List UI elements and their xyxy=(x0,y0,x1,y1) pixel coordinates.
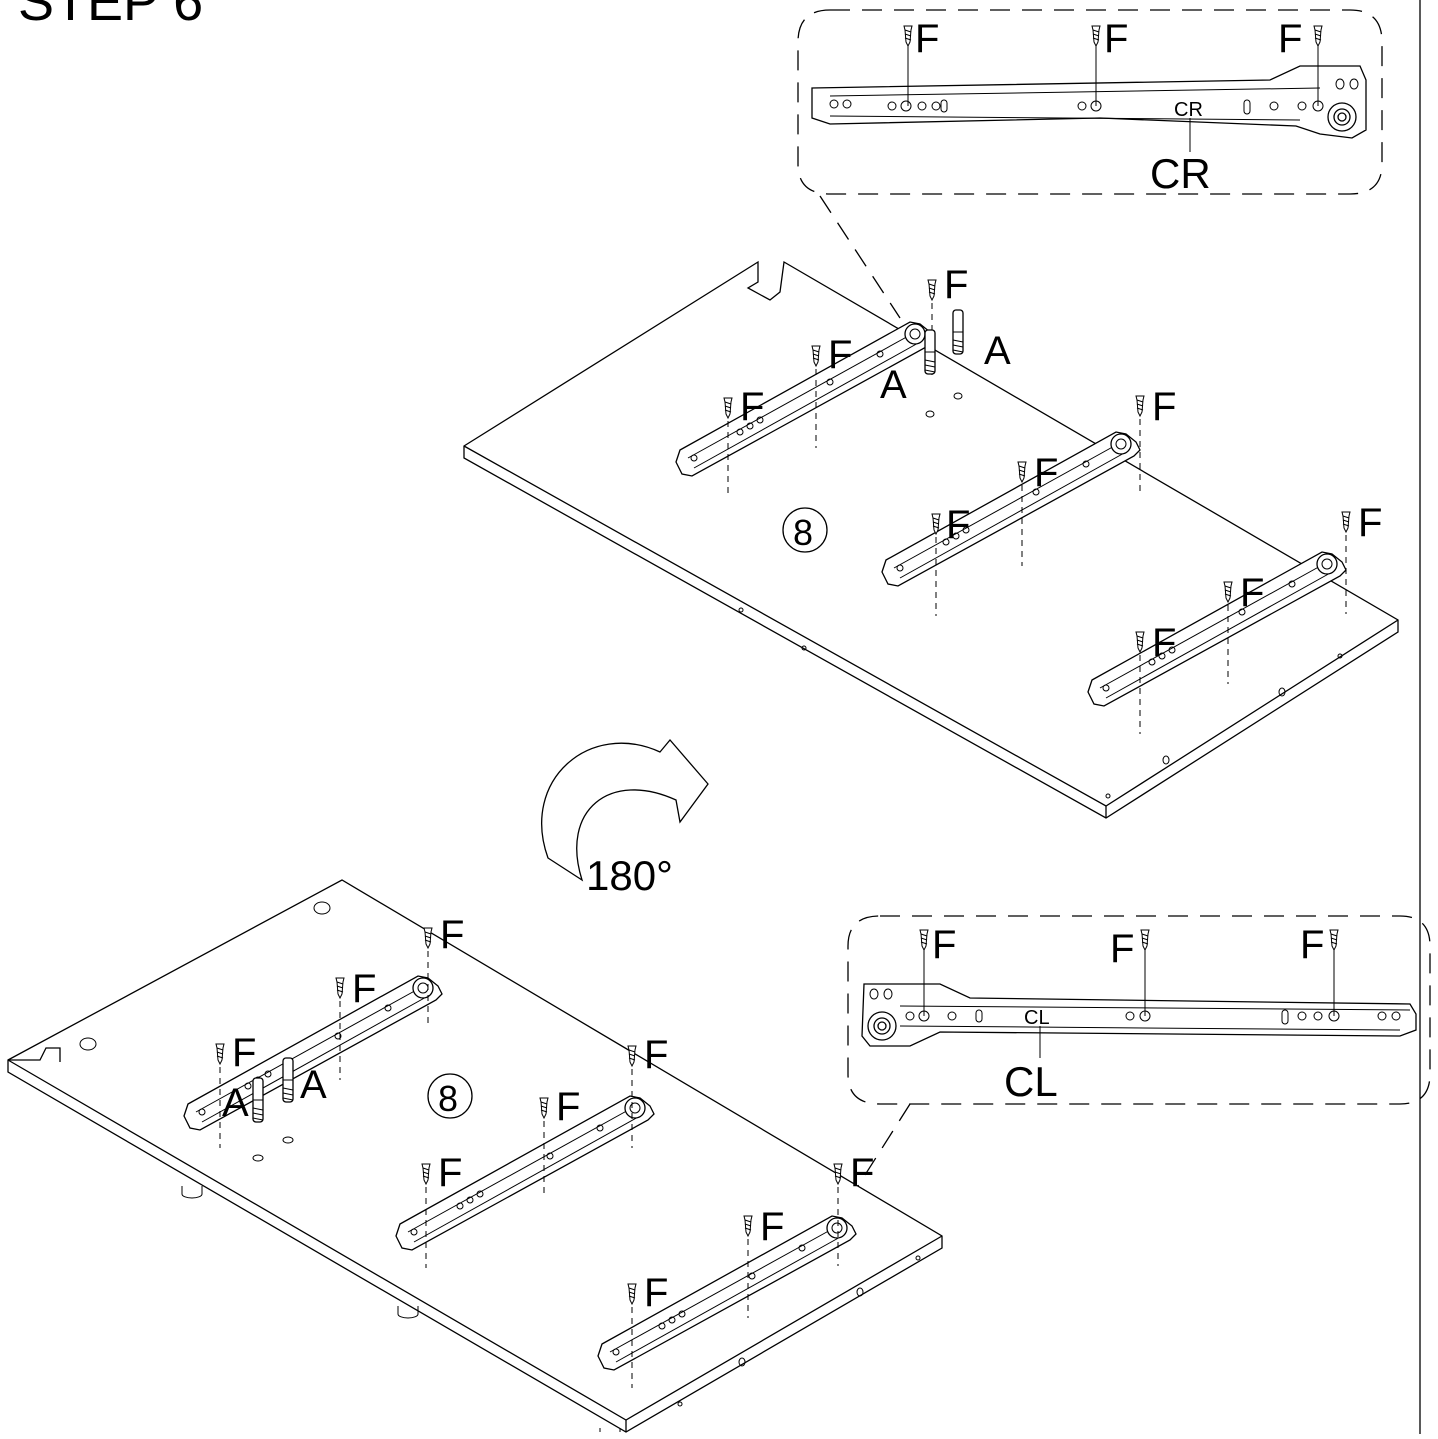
rail-label: CR xyxy=(1150,150,1211,197)
top-panel-assembly: F F F F F F F F F A A 8 xyxy=(463,260,1399,819)
screw-label: F xyxy=(1152,621,1176,665)
rail-label-small: CL xyxy=(1024,1007,1050,1029)
detail-callout-right-rail: F F F CR CR xyxy=(797,9,1383,319)
dowel-label: A xyxy=(880,363,907,407)
screw-label: F xyxy=(1110,927,1134,971)
screw-label: F xyxy=(850,1151,874,1195)
screw-label: F xyxy=(828,333,852,377)
screw-label: F xyxy=(1034,451,1058,495)
step-heading: STEP 6 xyxy=(18,0,203,32)
screw-label: F xyxy=(644,1033,668,1077)
quantity-badge: 8 xyxy=(438,1078,458,1119)
screw-label: F xyxy=(760,1205,784,1249)
screw-label: F xyxy=(556,1085,580,1129)
rotation-label: 180° xyxy=(586,852,673,899)
quantity-badge: 8 xyxy=(793,512,813,553)
screw-label: F xyxy=(438,1151,462,1195)
screw-label: F xyxy=(1152,385,1176,429)
screw-label: F xyxy=(1104,17,1128,61)
rail-label-small: CR xyxy=(1174,99,1203,121)
screw-label: F xyxy=(1358,501,1382,545)
screw-label: F xyxy=(915,17,939,61)
dowel-label: A xyxy=(984,329,1011,373)
bottom-panel-assembly: F F F F F F F F F A A 8 xyxy=(7,879,943,1433)
screw-label: F xyxy=(946,503,970,547)
screw-label: F xyxy=(1240,571,1264,615)
screw-label: F xyxy=(1278,17,1302,61)
dowel-label: A xyxy=(222,1081,249,1125)
screw-label: F xyxy=(352,967,376,1011)
screw-label: F xyxy=(944,263,968,307)
screw-label: F xyxy=(1300,923,1324,967)
screw-label: F xyxy=(440,913,464,957)
screw-label: F xyxy=(740,385,764,429)
dowel-label: A xyxy=(300,1063,327,1107)
screw-label: F xyxy=(644,1271,668,1315)
screw-label: F xyxy=(932,923,956,967)
rail-label: CL xyxy=(1004,1058,1058,1105)
screw-label: F xyxy=(232,1031,256,1075)
rotate-180-arrow: 180° xyxy=(541,738,709,899)
detail-callout-left-rail: F F F CL CL xyxy=(847,915,1431,1187)
